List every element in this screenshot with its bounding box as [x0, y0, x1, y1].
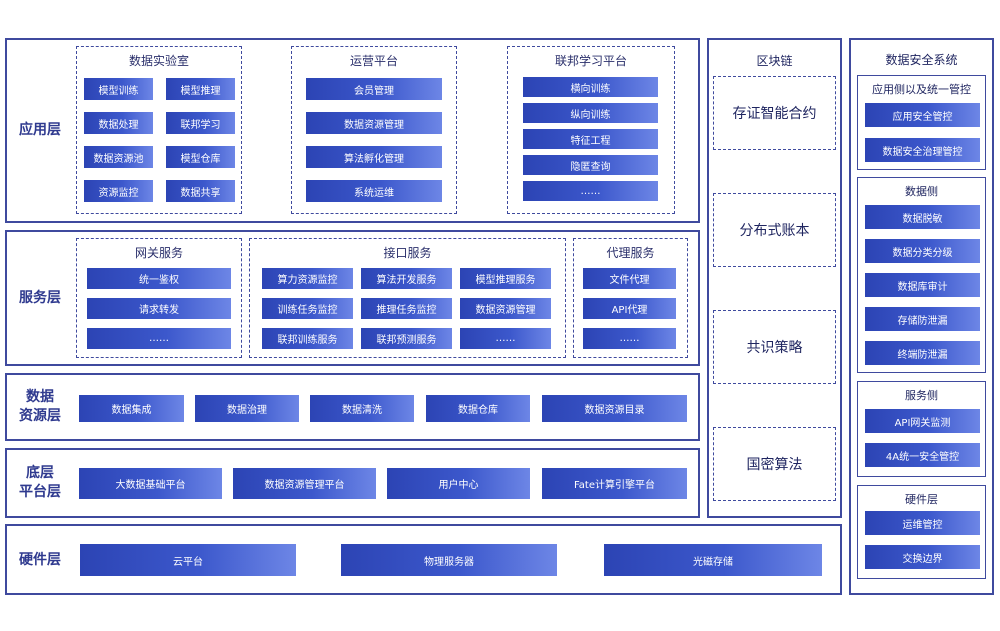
api-item-model-inference[interactable]: 模型推理服务 [460, 268, 551, 289]
platform-item-data-resource-mgmt[interactable]: 数据资源管理平台 [233, 468, 376, 499]
fl-platform-title: 联邦学习平台 [554, 54, 627, 68]
lab-item-model-inference[interactable]: 模型推理 [166, 78, 235, 100]
hardware-item-physical-server[interactable]: 物理服务器 [341, 544, 557, 576]
proxy-item-api-proxy[interactable]: API代理 [583, 298, 676, 319]
security-group-hardware-title: 硬件层 [905, 493, 938, 506]
sec-item-4a-control[interactable]: 4A统一安全管控 [865, 443, 980, 467]
chain-item-smart-contract[interactable]: 存证智能合约 [713, 76, 836, 150]
lab-item-federated-learning[interactable]: 联邦学习 [166, 112, 235, 134]
sec-item-data-classification[interactable]: 数据分类分级 [865, 239, 980, 263]
security-group-data-side-title: 数据侧 [905, 185, 938, 198]
api-item-data-resource-management[interactable]: 数据资源管理 [460, 298, 551, 319]
chain-item-consensus[interactable]: 共识策略 [713, 310, 836, 384]
lab-item-data-processing[interactable]: 数据处理 [84, 112, 153, 134]
lab-item-model-training[interactable]: 模型训练 [84, 78, 153, 100]
data-item-cleansing[interactable]: 数据清洗 [310, 395, 414, 422]
data-item-warehouse[interactable]: 数据仓库 [426, 395, 530, 422]
fl-item-horizontal-training[interactable]: 横向训练 [523, 77, 658, 97]
lab-item-data-resource-pool[interactable]: 数据资源池 [84, 146, 153, 168]
ops-item-system-maintenance[interactable]: 系统运维 [306, 180, 442, 202]
data-lab-title: 数据实验室 [128, 54, 189, 68]
sec-item-storage-dlp[interactable]: 存储防泄漏 [865, 307, 980, 331]
application-layer-label: 应用层 [19, 121, 61, 138]
api-item-compute-monitoring[interactable]: 算力资源监控 [262, 268, 353, 289]
lab-item-model-repository[interactable]: 模型仓库 [166, 146, 235, 168]
ops-item-member-management[interactable]: 会员管理 [306, 78, 442, 100]
gateway-item-unified-auth[interactable]: 统一鉴权 [87, 268, 231, 289]
proxy-service-title: 代理服务 [606, 246, 655, 260]
api-item-more[interactable]: …… [460, 328, 551, 349]
fl-item-feature-engineering[interactable]: 特征工程 [523, 129, 658, 149]
api-item-federated-training[interactable]: 联邦训练服务 [262, 328, 353, 349]
gateway-item-request-forwarding[interactable]: 请求转发 [87, 298, 231, 319]
proxy-item-file-proxy[interactable]: 文件代理 [583, 268, 676, 289]
ops-item-algorithm-incubation[interactable]: 算法孵化管理 [306, 146, 442, 168]
platform-layer-label: 底层 平台层 [19, 465, 61, 500]
blockchain-title: 区块链 [756, 54, 793, 68]
lab-item-data-sharing[interactable]: 数据共享 [166, 180, 235, 202]
lab-item-resource-monitoring[interactable]: 资源监控 [84, 180, 153, 202]
chain-item-sm-crypto[interactable]: 国密算法 [713, 427, 836, 501]
api-service-title: 接口服务 [383, 246, 432, 260]
sec-item-endpoint-dlp[interactable]: 终端防泄漏 [865, 341, 980, 365]
data-item-integration[interactable]: 数据集成 [79, 395, 184, 422]
gateway-item-more[interactable]: …… [87, 328, 231, 349]
platform-item-fate-engine[interactable]: Fate计算引擎平台 [542, 468, 687, 499]
platform-item-user-center[interactable]: 用户中心 [387, 468, 530, 499]
hardware-item-optical-storage[interactable]: 光磁存储 [604, 544, 822, 576]
fl-item-private-query[interactable]: 隐匿查询 [523, 155, 658, 175]
security-group-service-side-title: 服务侧 [905, 389, 938, 402]
fl-item-vertical-training[interactable]: 纵向训练 [523, 103, 658, 123]
security-group-app-control-title: 应用侧以及统一管控 [872, 83, 971, 96]
hardware-item-cloud[interactable]: 云平台 [80, 544, 296, 576]
sec-item-ops-control[interactable]: 运维管控 [865, 511, 980, 535]
sec-item-data-masking[interactable]: 数据脱敏 [865, 205, 980, 229]
data-item-resource-catalog[interactable]: 数据资源目录 [542, 395, 687, 422]
proxy-item-more[interactable]: …… [583, 328, 676, 349]
sec-item-database-audit[interactable]: 数据库审计 [865, 273, 980, 297]
sec-item-exchange-boundary[interactable]: 交换边界 [865, 545, 980, 569]
service-layer-label: 服务层 [19, 289, 61, 306]
gateway-service-title: 网关服务 [134, 246, 183, 260]
api-item-federated-prediction[interactable]: 联邦预测服务 [361, 328, 452, 349]
api-item-training-monitoring[interactable]: 训练任务监控 [262, 298, 353, 319]
sec-item-data-governance-control[interactable]: 数据安全治理管控 [865, 138, 980, 162]
ops-item-data-resource-management[interactable]: 数据资源管理 [306, 112, 442, 134]
sec-item-app-security[interactable]: 应用安全管控 [865, 103, 980, 127]
fl-item-more[interactable]: …… [523, 181, 658, 201]
data-resource-layer-label: 数据 资源层 [19, 389, 61, 424]
security-title: 数据安全系统 [885, 53, 958, 67]
data-item-governance[interactable]: 数据治理 [195, 395, 299, 422]
ops-platform-title: 运营平台 [349, 54, 398, 68]
api-item-inference-monitoring[interactable]: 推理任务监控 [361, 298, 452, 319]
platform-item-bigdata[interactable]: 大数据基础平台 [79, 468, 222, 499]
api-item-algorithm-dev[interactable]: 算法开发服务 [361, 268, 452, 289]
sec-item-api-gateway-monitor[interactable]: API网关监测 [865, 409, 980, 433]
chain-item-distributed-ledger[interactable]: 分布式账本 [713, 193, 836, 267]
hardware-layer-label: 硬件层 [19, 551, 61, 568]
